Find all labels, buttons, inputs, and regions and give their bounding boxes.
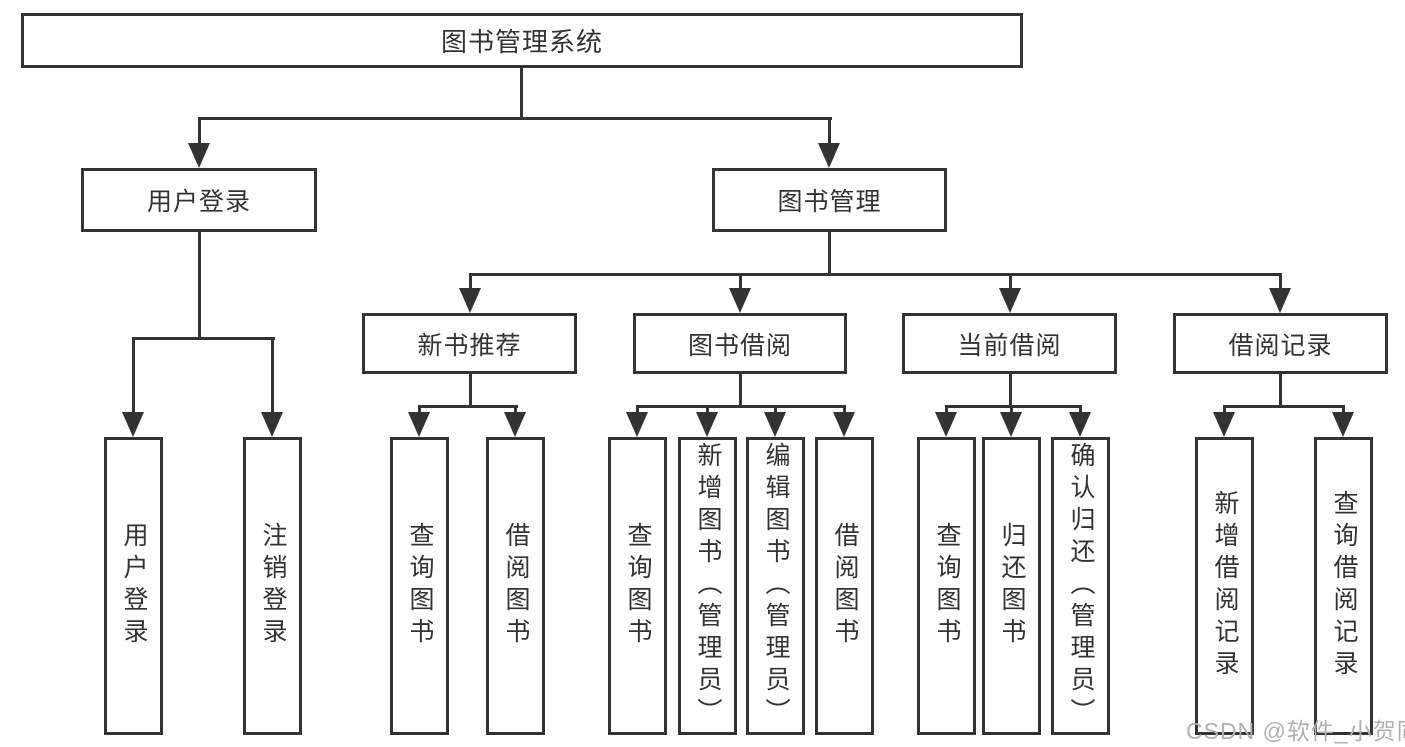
- arrow-down-icon: [1269, 288, 1291, 313]
- connector-line: [418, 405, 518, 408]
- connector-line: [636, 405, 846, 408]
- leaf-return-books: 归还图书: [982, 437, 1041, 735]
- connector-line: [1279, 374, 1282, 407]
- connector-line: [1223, 405, 1226, 415]
- node-book-borrow: 图书借阅: [633, 313, 847, 374]
- leaf-add-borrow-record: 新增借阅记录: [1195, 437, 1254, 735]
- arrow-down-icon: [764, 412, 786, 437]
- leaf-borrow-books: 借阅图书: [815, 437, 874, 735]
- connector-line: [828, 117, 831, 145]
- leaf-query-books-current: 查询图书: [917, 437, 976, 735]
- watermark: CSDN @软件_小贺同学: [1186, 718, 1405, 744]
- connector-line: [514, 405, 517, 415]
- connector-line: [706, 405, 709, 415]
- arrow-down-icon: [1213, 412, 1235, 437]
- arrow-down-icon: [459, 288, 481, 313]
- connector-line: [1079, 405, 1082, 415]
- node-new-book-recommend: 新书推荐: [362, 313, 577, 374]
- node-current-borrow: 当前借阅: [902, 313, 1117, 374]
- connector-line: [1009, 374, 1012, 407]
- leaf-query-borrow-record: 查询借阅记录: [1314, 437, 1373, 735]
- arrow-down-icon: [1069, 412, 1091, 437]
- connector-line: [1342, 405, 1345, 415]
- node-book-management: 图书管理: [712, 168, 947, 232]
- connector-line: [271, 337, 274, 415]
- connector-line: [469, 273, 1282, 276]
- arrow-down-icon: [1332, 412, 1354, 437]
- connector-line: [739, 374, 742, 407]
- connector-line: [1223, 405, 1345, 408]
- arrow-down-icon: [833, 412, 855, 437]
- leaf-query-books-borrow: 查询图书: [608, 437, 667, 735]
- connector-line: [1009, 273, 1012, 290]
- arrow-down-icon: [188, 143, 210, 168]
- arrow-down-icon: [504, 412, 526, 437]
- connector-line: [1010, 405, 1013, 415]
- leaf-edit-books-admin: 编辑图书（管理员）: [746, 437, 805, 735]
- connector-line: [132, 337, 275, 340]
- arrow-down-icon: [696, 412, 718, 437]
- arrow-down-icon: [818, 143, 840, 168]
- arrow-down-icon: [999, 288, 1021, 313]
- leaf-confirm-return-admin: 确认归还（管理员）: [1051, 437, 1110, 735]
- leaf-borrow-books-recommend: 借阅图书: [486, 437, 545, 735]
- arrow-down-icon: [408, 412, 430, 437]
- connector-line: [828, 232, 831, 275]
- connector-line: [843, 405, 846, 415]
- leaf-logout: 注销登录: [243, 437, 302, 735]
- connector-line: [198, 117, 201, 145]
- node-library-system: 图书管理系统: [21, 13, 1023, 68]
- connector-line: [945, 405, 1082, 408]
- connector-line: [636, 405, 639, 415]
- connector-line: [945, 405, 948, 415]
- connector-line: [132, 337, 135, 415]
- arrow-down-icon: [1000, 412, 1022, 437]
- connector-line: [418, 405, 421, 415]
- connector-line: [774, 405, 777, 415]
- connector-line: [469, 273, 472, 290]
- connector-line: [520, 68, 523, 118]
- connector-line: [739, 273, 742, 290]
- leaf-add-books-admin: 新增图书（管理员）: [678, 437, 737, 735]
- arrow-down-icon: [261, 412, 283, 437]
- arrow-down-icon: [935, 412, 957, 437]
- connector-line: [198, 117, 832, 120]
- connector-line: [1279, 273, 1282, 290]
- leaf-query-books-recommend: 查询图书: [390, 437, 449, 735]
- arrow-down-icon: [626, 412, 648, 437]
- arrow-down-icon: [122, 412, 144, 437]
- connector-line: [198, 232, 201, 339]
- node-user-login: 用户登录: [81, 168, 317, 232]
- arrow-down-icon: [729, 288, 751, 313]
- node-borrow-records: 借阅记录: [1173, 313, 1388, 374]
- leaf-user-login: 用户登录: [104, 437, 163, 735]
- connector-line: [469, 374, 472, 407]
